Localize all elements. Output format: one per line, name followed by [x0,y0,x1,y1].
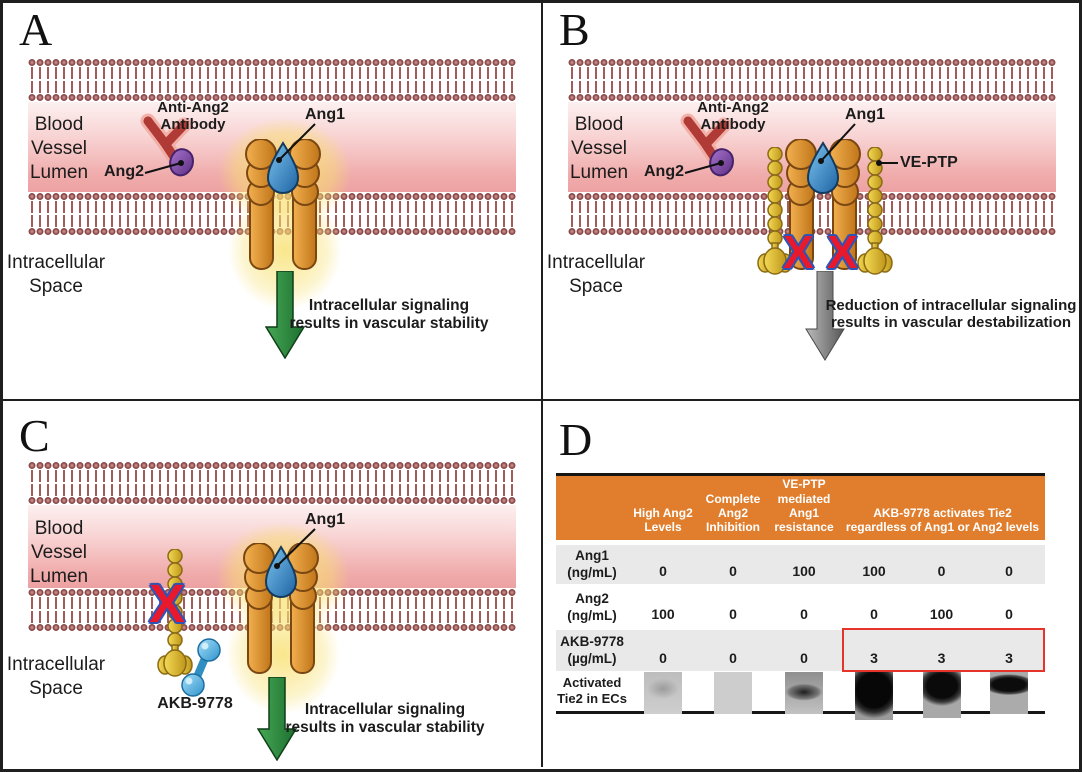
panel-a-letter: A [19,4,53,55]
results-table: High Ang2 Levels Complete Ang2 Inhibitio… [556,473,1045,720]
lumen-label: Blood Vessel Lumen [29,114,89,183]
row-label: Ang2 (ng/mL) [567,591,617,623]
akb9778-molecule-icon [181,638,221,697]
blot-lane-cell [628,671,698,714]
header-cell: High Ang2 Levels [633,505,693,534]
cell-value: 0 [800,650,808,666]
membrane-upper-icon [568,58,1056,102]
akb-treatment-highlight-box [842,628,1045,672]
tie2-receptor-icon [243,543,319,674]
blot-lane-cell [840,671,908,720]
membrane-upper-icon [28,58,516,102]
veptp-icon [757,147,793,275]
row-label: AKB-9778 (µg/mL) [560,634,624,666]
inhibition-x-icon: X [149,574,186,634]
ang1-molecule-icon [806,141,840,194]
akb9778-label: AKB-9778 [157,695,233,712]
cell-value: 0 [1005,563,1013,579]
header-cell: VE-PTP mediated Ang1 resistance [774,477,834,534]
panel-b-letter: B [559,4,590,55]
ang2-molecule-icon [169,148,195,177]
header-cell: Complete Ang2 Inhibition [705,491,761,534]
cell-value: 3 [937,650,946,666]
tie2-receptor-icon [785,139,861,270]
panel-b-caption: Reduction of intracellular signaling res… [825,297,1077,332]
cell-value: 0 [870,606,878,622]
table-top-rule [556,473,1045,476]
panel-c-letter: C [19,410,50,461]
membrane-upper-icon [28,461,516,505]
panel-a-caption: Intracellular signaling results in vascu… [289,297,489,332]
row-label: Ang1 (ng/mL) [567,548,617,580]
row-label: Activated Tie2 in ECs [557,675,627,706]
header-cell-merged: AKB-9778 activates Tie2 regardless of An… [845,505,1040,534]
panel-a: A Blood Vessel Lumen Intracellular Space… [3,3,543,401]
cell-value: 100 [862,563,886,579]
panel-b: B Blood Vessel Lumen Intracellular Space… [543,3,1079,401]
blot-lane-cell [975,671,1043,714]
cell-value: 0 [729,650,737,666]
cell-value: 0 [1005,606,1013,622]
table-header-row: High Ang2 Levels Complete Ang2 Inhibitio… [556,476,1045,540]
cell-value: 100 [651,606,675,622]
cell-value: 0 [659,563,667,579]
ang1-label: Ang1 [305,106,345,123]
lumen-label: Blood Vessel Lumen [29,518,89,587]
ang1-label: Ang1 [305,511,345,528]
cell-value: 0 [937,563,946,579]
table-row-ang1: Ang1 (ng/mL) 0 0 100 100 0 0 [556,545,1045,584]
blot-lane [990,672,1028,714]
table-row-ang2: Ang2 (ng/mL) 100 0 0 0 100 0 [556,588,1045,627]
blot-lane [714,672,752,714]
cell-value: 100 [792,563,816,579]
antibody-label: Anti-Ang2 Antibody [697,99,769,133]
cell-value: 0 [800,606,808,622]
header-cell-empty [556,476,628,540]
table-row-blot: Activated Tie2 in ECs [556,671,1045,720]
ang2-label: Ang2 [104,163,144,180]
blot-lane-cell [698,671,768,714]
veptp-icon [157,549,193,677]
veptp-label: VE-PTP [900,154,958,171]
blot-lane [785,672,823,714]
blot-lane [644,672,682,714]
blot-lane-cell [908,671,975,718]
cell-value: 3 [1005,650,1013,666]
lumen-label: Blood Vessel Lumen [569,114,629,183]
blot-lane [922,672,961,718]
cell-value: 0 [729,563,737,579]
antibody-label: Anti-Ang2 Antibody [157,99,229,133]
ang2-label: Ang2 [644,163,684,180]
tie2-receptor-icon [245,139,321,270]
intracellular-label: Intracellular Space [6,654,106,699]
ang1-label: Ang1 [845,106,885,123]
veptp-icon [857,147,893,275]
intracellular-label: Intracellular Space [6,252,106,297]
panel-d-letter: D [559,414,593,465]
table-row-akb9778: AKB-9778 (µg/mL) 0 0 0 3 3 3 [556,630,1045,671]
panel-c-caption: Intracellular signaling results in vascu… [285,701,485,736]
cell-value: 100 [929,606,954,622]
inhibition-x-icon: X [783,226,814,278]
inhibition-x-icon: X [827,226,858,278]
intracellular-label: Intracellular Space [546,252,646,297]
reduced-signaling-arrow-down-icon [805,271,845,361]
blot-lane [855,672,893,720]
panel-d: D High Ang2 Levels Complete Ang2 Inhibit… [543,401,1079,767]
cell-value: 0 [729,606,737,622]
blot-lane-cell [768,671,840,714]
cell-value: 3 [870,650,878,666]
ang2-molecule-icon [709,148,735,177]
cell-value: 0 [659,650,667,666]
panel-c: C Blood Vessel Lumen Intracellular Space… [3,401,543,767]
